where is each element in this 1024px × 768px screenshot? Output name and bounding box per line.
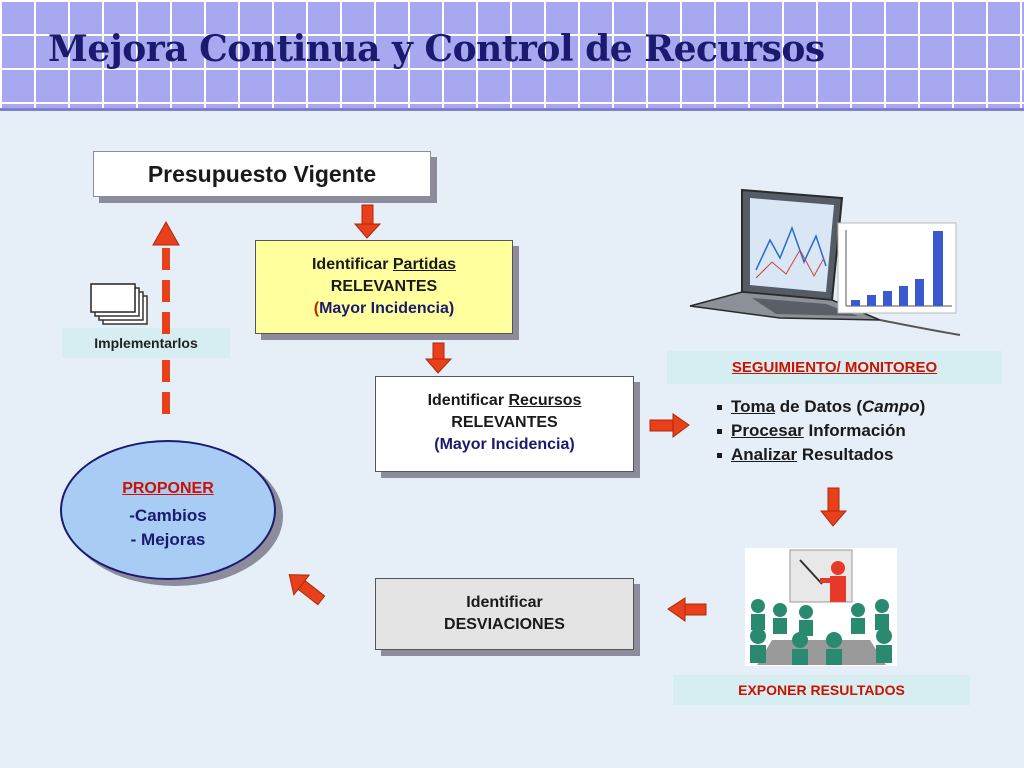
implementarlos-label: Implementarlos [62,328,230,358]
arrow-diagonal [288,574,326,606]
laptop-icon [689,188,961,336]
recursos-line3: (Mayor Incidencia) [434,436,575,453]
dashed-up-arrow [152,220,180,414]
partidas-line3-b: Mayor Incidencia) [319,300,455,317]
list-item: Procesar Información [715,419,925,443]
partidas-box: Identificar Partidas RELEVANTES (Mayor I… [255,240,513,334]
partidas-line2: RELEVANTES [330,278,438,295]
partidas-line3-a: ( [313,300,320,317]
proponer-heading: PROPONER [122,480,214,497]
arrow-down-3 [819,487,848,527]
bullet-text: Resultados [797,445,894,464]
list-item: Toma de Datos (Campo) [715,395,925,419]
exponer-label: EXPONER RESULTADOS [673,675,970,705]
bullet-verb: Toma [731,397,776,416]
slide-title: Mejora Continua y Control de Recursos [48,28,825,70]
desviaciones-box: Identificar DESVIACIONES [375,578,634,650]
arrow-right [649,413,690,438]
bullet-text: Información [803,421,906,440]
recursos-line1-a: Identificar [427,392,509,409]
arrow-down-1 [353,204,382,239]
budget-box: Presupuesto Vigente [93,151,431,197]
arrow-left [667,597,707,622]
partidas-line1-b: Partidas [392,256,457,273]
proponer-line2: - Mejoras [130,530,206,549]
partidas-line1-a: Identificar [311,256,393,273]
arrow-down-2 [424,342,453,374]
title-underline [0,108,1024,111]
desviaciones-line1: Identificar [466,594,543,611]
budget-label: Presupuesto Vigente [147,161,377,187]
bullet-tail: ) [919,397,926,416]
proponer-oval: PROPONER -Cambios - Mejoras [60,440,276,580]
recursos-box: Identificar Recursos RELEVANTES (Mayor I… [375,376,634,472]
recursos-line2: RELEVANTES [451,414,558,431]
bullet-italic: Campo [861,397,920,416]
title-banner [0,0,1024,110]
seguimiento-label: SEGUIMIENTO/ MONITOREO [667,351,1002,384]
proponer-line1: -Cambios [129,506,207,525]
bar-chart-icon [837,222,957,314]
desviaciones-line2: DESVIACIONES [444,616,565,633]
bullet-text: de Datos ( [775,397,862,416]
monitoring-steps-list: Toma de Datos (Campo) Procesar Informaci… [715,395,925,467]
list-item: Analizar Resultados [715,443,925,467]
bullet-verb: Analizar [731,445,798,464]
recursos-line1-b: Recursos [508,392,582,409]
documents-icon [90,283,148,325]
presentation-meeting-icon [745,548,897,666]
bullet-verb: Procesar [731,421,804,440]
